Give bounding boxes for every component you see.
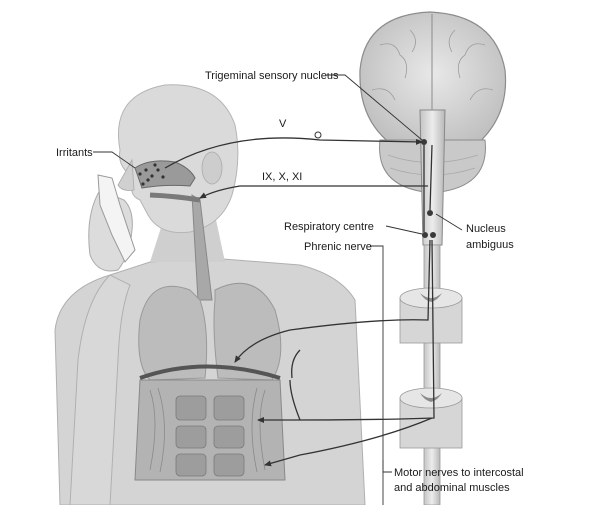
label-motor-line2: and abdominal muscles — [394, 482, 510, 494]
tissue — [97, 174, 136, 263]
phrenic-path — [234, 239, 431, 363]
nerve-ix-path — [199, 185, 428, 199]
nucleus-ambiguus-dot — [427, 210, 433, 216]
right-lung — [213, 282, 282, 381]
brain-hemispheres — [359, 11, 507, 151]
motor-abdominal-path — [264, 417, 433, 467]
label-nerve-v: V — [279, 118, 287, 130]
pharynx — [149, 192, 201, 203]
nerve-pathways — [164, 137, 435, 467]
abdominal-wall — [134, 379, 286, 481]
label-nerve-ix-x-xi: IX, X, XI — [262, 171, 302, 183]
ear — [201, 151, 223, 185]
left-lung — [138, 285, 208, 381]
nerve-v-path — [164, 137, 423, 169]
label-irritants: Irritants — [56, 147, 93, 159]
leader-lines — [93, 74, 463, 505]
diaphragm — [139, 364, 281, 380]
respiratory-centre-dot — [422, 232, 428, 238]
label-trigeminal: Trigeminal sensory nucleus — [205, 70, 339, 82]
motor-intercostal-path — [257, 239, 435, 423]
human-figure — [54, 84, 366, 506]
label-nucleus: Nucleus — [466, 223, 506, 235]
label-respiratory-centre: Respiratory centre — [284, 221, 374, 233]
brain — [359, 11, 507, 246]
abdominal-muscle-segments — [175, 395, 245, 477]
cord-section-upper — [399, 287, 463, 344]
label-ambiguus: ambiguus — [466, 239, 514, 251]
ganglion-marker — [314, 131, 322, 139]
cord-section-lower — [399, 387, 463, 449]
intercostal-lines — [149, 387, 266, 473]
nose — [117, 158, 135, 191]
spinal-cord — [399, 244, 463, 506]
irritant-particles — [138, 163, 165, 186]
brain-folds — [371, 29, 494, 101]
label-motor-line1: Motor nerves to intercostal — [394, 467, 524, 479]
label-phrenic: Phrenic nerve — [304, 241, 372, 253]
nasal-cavity — [134, 160, 196, 189]
